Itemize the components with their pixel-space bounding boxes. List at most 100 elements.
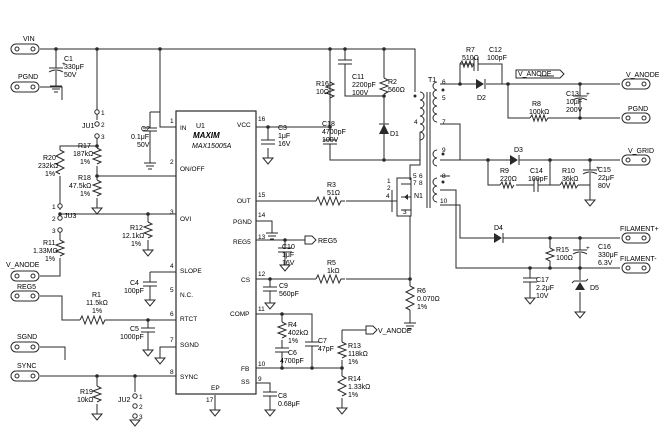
ju2-jumper [132, 393, 138, 419]
v-grid-label: V_GRID [628, 148, 654, 155]
ju1-jumper [94, 109, 100, 139]
r1-resistor-symbol [79, 314, 110, 326]
ground-icon [141, 249, 155, 257]
c16-value: 330μF [598, 252, 618, 259]
c5-ref: C5 [130, 326, 139, 333]
r5-value: 1kΩ [327, 268, 340, 275]
r18-ref: R18 [78, 175, 91, 182]
connectors-right: V_ANODE PGND V_GRID FILAMENT+ FILAMENT- [620, 72, 660, 274]
r14-tolerance: 1% [348, 392, 358, 399]
n1-pin-8: 8 [419, 180, 423, 187]
c10-capacitor-symbol [278, 247, 292, 256]
ground-icon [261, 157, 275, 165]
ground-icon [573, 311, 587, 319]
v-grid-terminal[interactable]: V_GRID [621, 148, 654, 166]
ju1-pin-3: 3 [101, 134, 105, 141]
ju1-pin-1: 1 [101, 110, 105, 117]
r10-ref: R10 [562, 168, 575, 175]
t1-secondary-winding-2 [432, 149, 438, 167]
pin-number-13: 13 [258, 234, 266, 241]
t1-pin-9: 9 [442, 147, 446, 154]
r14-ref: R14 [348, 376, 361, 383]
c17-capacitor-symbol [523, 277, 537, 286]
ground-icon [144, 160, 156, 170]
pin-name-fb: FB [241, 366, 249, 373]
r4-ref: R4 [288, 322, 297, 329]
pgnd-left-terminal[interactable]: PGND [10, 74, 40, 93]
d2-diode-symbol [476, 79, 486, 89]
c15-value: 22μF [598, 175, 614, 182]
vin-terminal[interactable]: VIN [10, 36, 40, 55]
r16-ref: R16 [316, 81, 329, 88]
pin-number-4: 4 [170, 263, 174, 270]
r12-resistor-symbol [142, 221, 154, 239]
ic-part-number: MAX15005A [192, 143, 232, 150]
r6-resistor-symbol [404, 285, 416, 311]
r8-ref: R8 [532, 101, 541, 108]
reg5-net-flag: REG5 [304, 235, 337, 245]
d4-ref: D4 [494, 225, 503, 232]
pin-name-pgnd: PGND [233, 219, 252, 226]
reg5-left-terminal[interactable]: REG5 [10, 284, 40, 302]
svg-text:+: + [586, 91, 590, 98]
r6-ref: R6 [417, 288, 426, 295]
t1-pin-6: 6 [442, 79, 446, 86]
n1-pin-6: 6 [419, 173, 423, 180]
pin-name-nc: N.C. [180, 292, 193, 299]
r20-resistor-symbol [54, 149, 66, 175]
c10-value: 1μF [282, 252, 294, 259]
ground-icon [263, 302, 277, 310]
c8-capacitor-symbol [263, 391, 277, 400]
c15-ref: C15 [598, 167, 611, 174]
c4-ref: C4 [130, 280, 139, 287]
t1-pin-4: 4 [414, 119, 418, 126]
r2-resistor-symbol [378, 77, 390, 95]
c2-rating: 50V [137, 142, 150, 149]
r5-ref: R5 [327, 260, 336, 267]
n1-pin-5: 5 [413, 173, 417, 180]
r8-value: 100kΩ [529, 109, 549, 116]
c16-ref: C16 [598, 244, 611, 251]
d5-ref: D5 [590, 285, 599, 292]
sgnd-terminal[interactable]: SGND [10, 334, 40, 353]
c18-rating: 100V [322, 137, 339, 144]
v-anode-top-flag: V_ANODE [515, 69, 565, 79]
filament-minus-terminal[interactable]: FILAMENT- [620, 256, 657, 274]
r15-value: 100Ω [556, 255, 573, 262]
r14-resistor-symbol [336, 375, 348, 397]
sync-terminal[interactable]: SYNC [10, 363, 40, 382]
sync-label: SYNC [17, 363, 36, 370]
d4-diode-symbol [494, 233, 508, 243]
pin-number-14: 14 [258, 212, 266, 219]
t1-secondary-winding-1 [432, 81, 438, 123]
pin-number-3: 3 [170, 209, 174, 216]
c13-ref: C13 [566, 91, 579, 98]
r19-ref: R19 [80, 389, 93, 396]
c1-ref: C1 [64, 56, 73, 63]
r8-resistor-symbol [529, 113, 550, 123]
v-anode-left-terminal[interactable]: V_ANODE [6, 262, 40, 282]
r4-value: 402kΩ [288, 330, 308, 337]
c17-value: 2.2μF [536, 285, 554, 292]
ground-icon [90, 413, 104, 421]
r9-resistor-symbol [499, 180, 515, 190]
c16-rating: 6.3V [598, 260, 613, 267]
c9-ref: C9 [279, 283, 288, 290]
c2-ref: C2 [141, 126, 150, 133]
c14-ref: C14 [530, 168, 543, 175]
r18-value: 47.5kΩ [69, 183, 91, 190]
pgnd-right-terminal[interactable]: PGND [621, 106, 651, 124]
c4-capacitor-symbol [143, 281, 157, 290]
c8-ref: C8 [278, 393, 287, 400]
c7-value: 47pF [318, 346, 334, 353]
pin-name-out: OUT [237, 198, 251, 205]
v-anode-top-label: V_ANODE [518, 71, 552, 78]
ju3-pin-2: 2 [52, 216, 56, 223]
jumpers [57, 109, 138, 419]
filament-plus-terminal[interactable]: FILAMENT+ [620, 226, 659, 244]
r17-value: 187kΩ [73, 151, 93, 158]
v-anode-right-terminal[interactable]: V_ANODE [621, 72, 660, 90]
c14-capacitor-symbol [533, 178, 540, 192]
c11-rating: 100V [352, 90, 369, 97]
c10-rating: 16V [282, 260, 295, 267]
